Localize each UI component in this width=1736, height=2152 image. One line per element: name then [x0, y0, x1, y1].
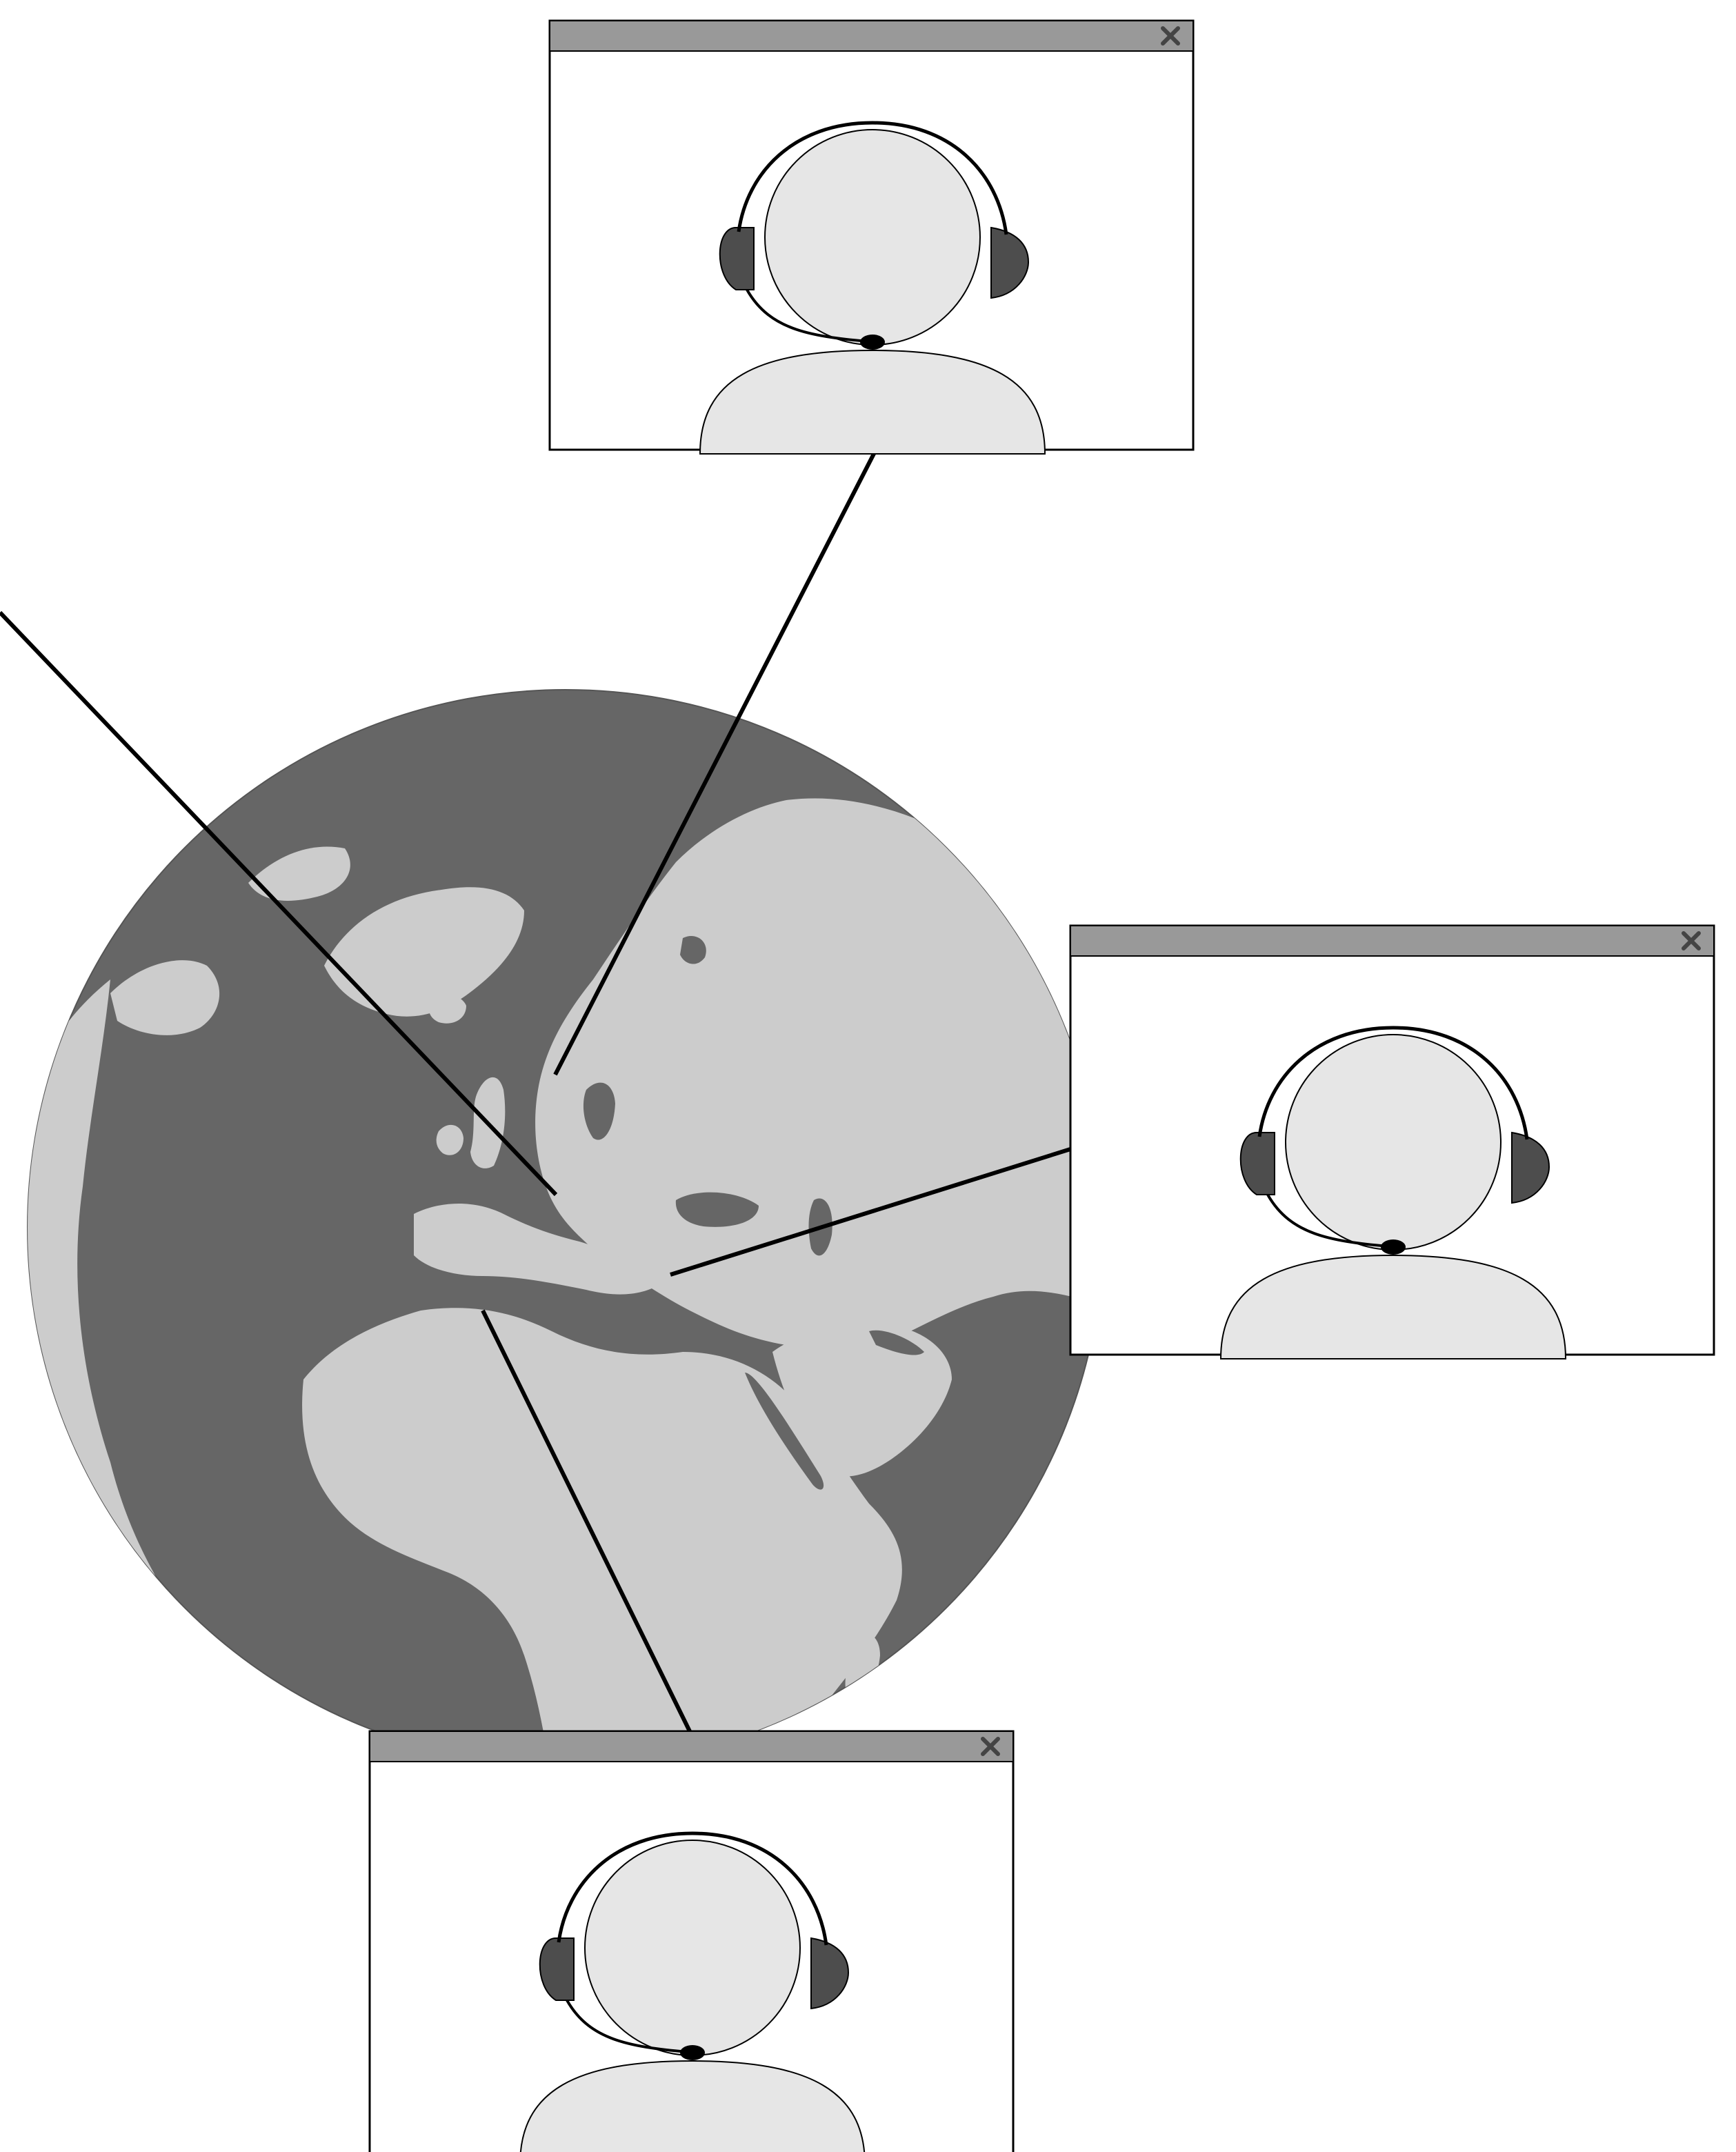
connector-offscreen-left	[0, 610, 558, 1197]
connector-right-window	[670, 1147, 1071, 1277]
globe-inner-seas	[583, 935, 924, 1490]
window-titlebar[interactable]	[1070, 925, 1715, 957]
connector-top-window	[553, 448, 878, 1076]
land-ireland	[436, 1124, 463, 1155]
window-titlebar[interactable]	[369, 1731, 1014, 1762]
sea-red	[745, 1373, 824, 1490]
land-greenland	[324, 887, 524, 1017]
sea-baltic	[583, 1082, 615, 1140]
land-north-america-tip	[110, 960, 220, 1035]
land-africa	[302, 1308, 902, 1766]
connector-bottom-window	[481, 1309, 692, 1733]
connectors	[0, 448, 1071, 1733]
globe	[27, 689, 1104, 1766]
close-icon[interactable]	[1679, 928, 1704, 953]
sea-black	[675, 1192, 759, 1227]
sea-white	[680, 935, 706, 964]
close-icon[interactable]	[978, 1734, 1003, 1759]
video-window-bottom[interactable]	[368, 1730, 1015, 2152]
sea-persian-gulf	[869, 1330, 924, 1355]
close-icon[interactable]	[1158, 23, 1183, 48]
video-window-top[interactable]	[548, 19, 1195, 454]
land-arctic-islands	[248, 846, 350, 901]
land-southern-europe	[414, 1204, 662, 1295]
land-iceland	[428, 995, 466, 1024]
video-window-right[interactable]	[1069, 924, 1715, 1359]
window-titlebar[interactable]	[549, 20, 1194, 52]
land-arabia	[772, 1324, 952, 1477]
